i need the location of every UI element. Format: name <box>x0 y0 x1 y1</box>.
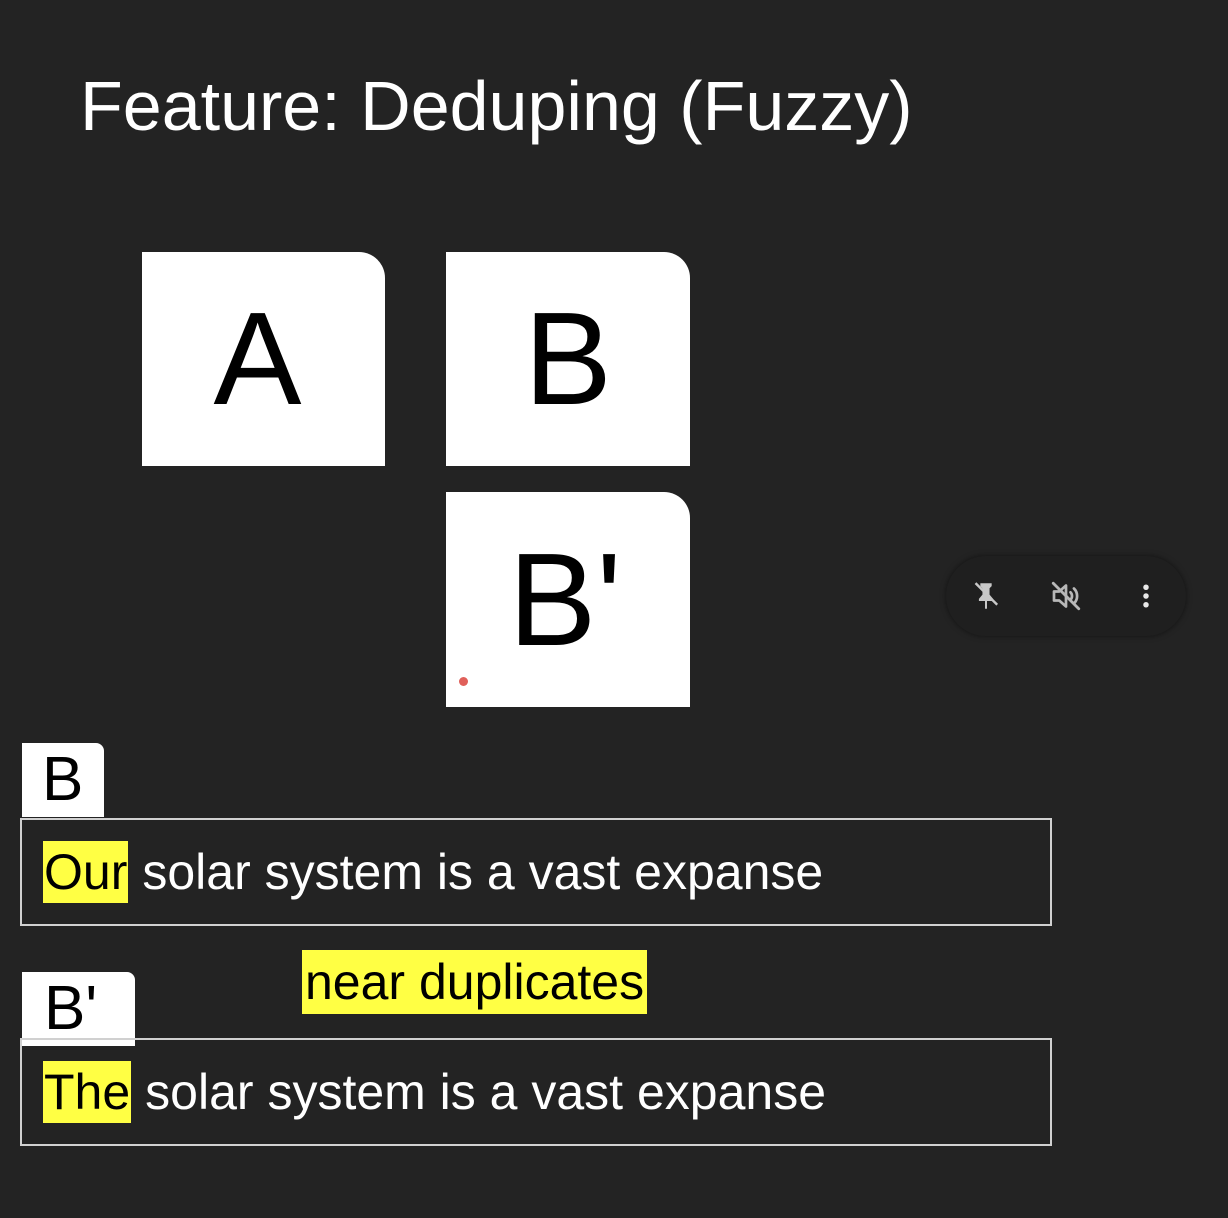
card-b: B <box>446 252 690 466</box>
example-b-highlight: Our <box>43 840 129 904</box>
cursor-dot <box>459 677 468 686</box>
card-b-label: B <box>523 285 613 432</box>
example-b-prime-text: solar system is a vast expanse <box>145 1064 827 1120</box>
more-options-button[interactable] <box>1126 576 1166 616</box>
slide-title: Feature: Deduping (Fuzzy) <box>80 67 913 145</box>
example-b-prime-tag: B' <box>22 972 135 1046</box>
more-vertical-icon <box>1143 584 1149 608</box>
example-b-box: Our solar system is a vast expanse <box>20 818 1052 926</box>
card-b-prime-label: B' <box>508 525 622 673</box>
pin-button[interactable] <box>966 576 1006 616</box>
example-b-prime-box: The solar system is a vast expanse <box>20 1038 1052 1146</box>
card-a-label: A <box>213 285 302 432</box>
near-duplicates-label: near duplicates <box>302 950 648 1014</box>
mute-button[interactable] <box>1046 576 1086 616</box>
example-b-tag: B <box>22 743 104 817</box>
card-a: A <box>142 252 385 466</box>
example-b-prime-highlight: The <box>43 1060 132 1124</box>
example-b-text: solar system is a vast expanse <box>142 844 824 900</box>
video-tile-controls <box>946 556 1186 636</box>
card-b-prime: B' <box>446 492 690 707</box>
volume-off-icon <box>1051 581 1081 611</box>
pin-off-icon <box>974 582 999 609</box>
